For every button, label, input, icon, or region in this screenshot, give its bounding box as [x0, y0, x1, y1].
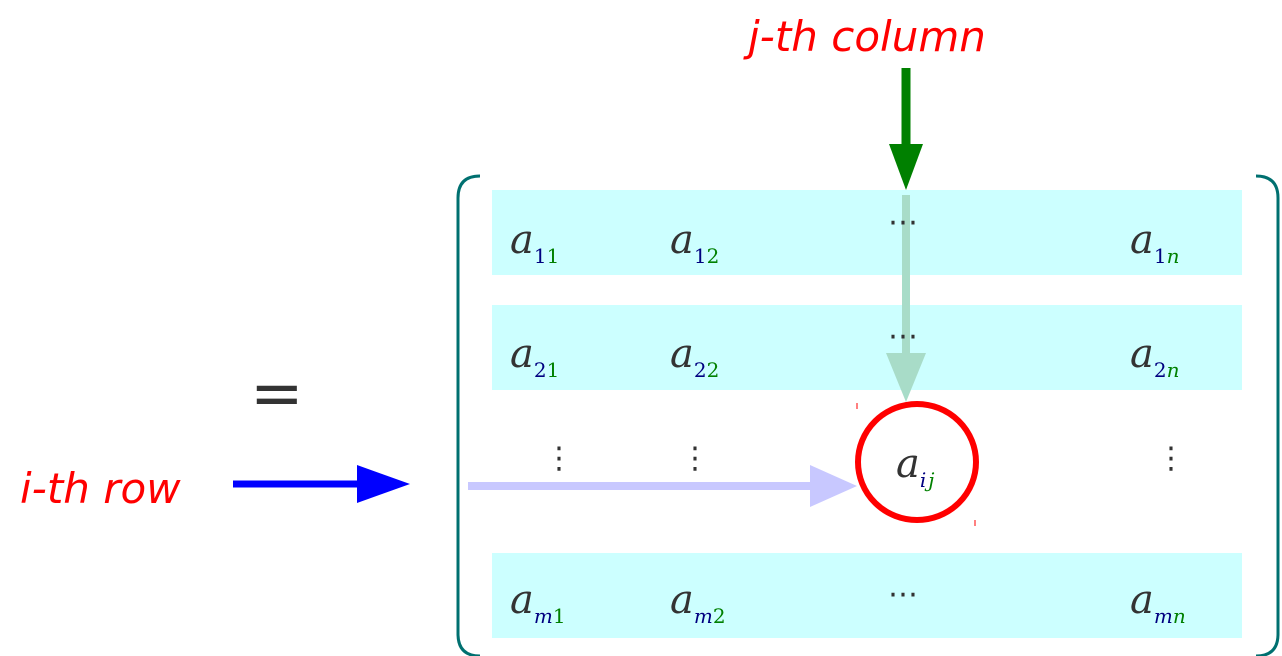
row-band-m: [492, 553, 1242, 638]
matrix-vdots-col2: ⋮: [680, 441, 710, 476]
left-bracket: [456, 174, 481, 656]
row-arrow-head: [357, 465, 410, 503]
matrix-entry-aij: ai j: [896, 441, 935, 492]
matrix-entry-a11: a11: [510, 217, 560, 268]
matrix-entry-am2: am2: [670, 577, 726, 628]
row-band-1: [492, 190, 1242, 275]
equals-sign: =: [250, 357, 304, 431]
row-label: i-th row: [20, 464, 181, 513]
row-arrow-faded-head: [810, 465, 857, 507]
matrix-entry-a21: a21: [510, 331, 560, 382]
column-label: j-th column: [748, 12, 986, 61]
matrix-entry-a1n: a1n: [1130, 217, 1180, 268]
matrix-vdots-col1: ⋮: [544, 441, 574, 476]
matrix-vdots-coln: ⋮: [1156, 441, 1186, 476]
row-band-2: [492, 305, 1242, 390]
matrix-entry-a22: a22: [670, 331, 720, 382]
matrix-entry-a2n: a2n: [1130, 331, 1180, 382]
right-bracket: [1255, 174, 1280, 656]
column-arrow-head: [889, 144, 923, 190]
matrix-hdots-rowm: ⋯: [888, 577, 920, 612]
matrix-hdots-row1: ⋯: [888, 205, 920, 240]
matrix-entry-am1: am1: [510, 577, 566, 628]
matrix-entry-a12: a12: [670, 217, 720, 268]
matrix-hdots-row2: ⋯: [888, 319, 920, 354]
matrix-entry-amn: amn: [1130, 577, 1186, 628]
